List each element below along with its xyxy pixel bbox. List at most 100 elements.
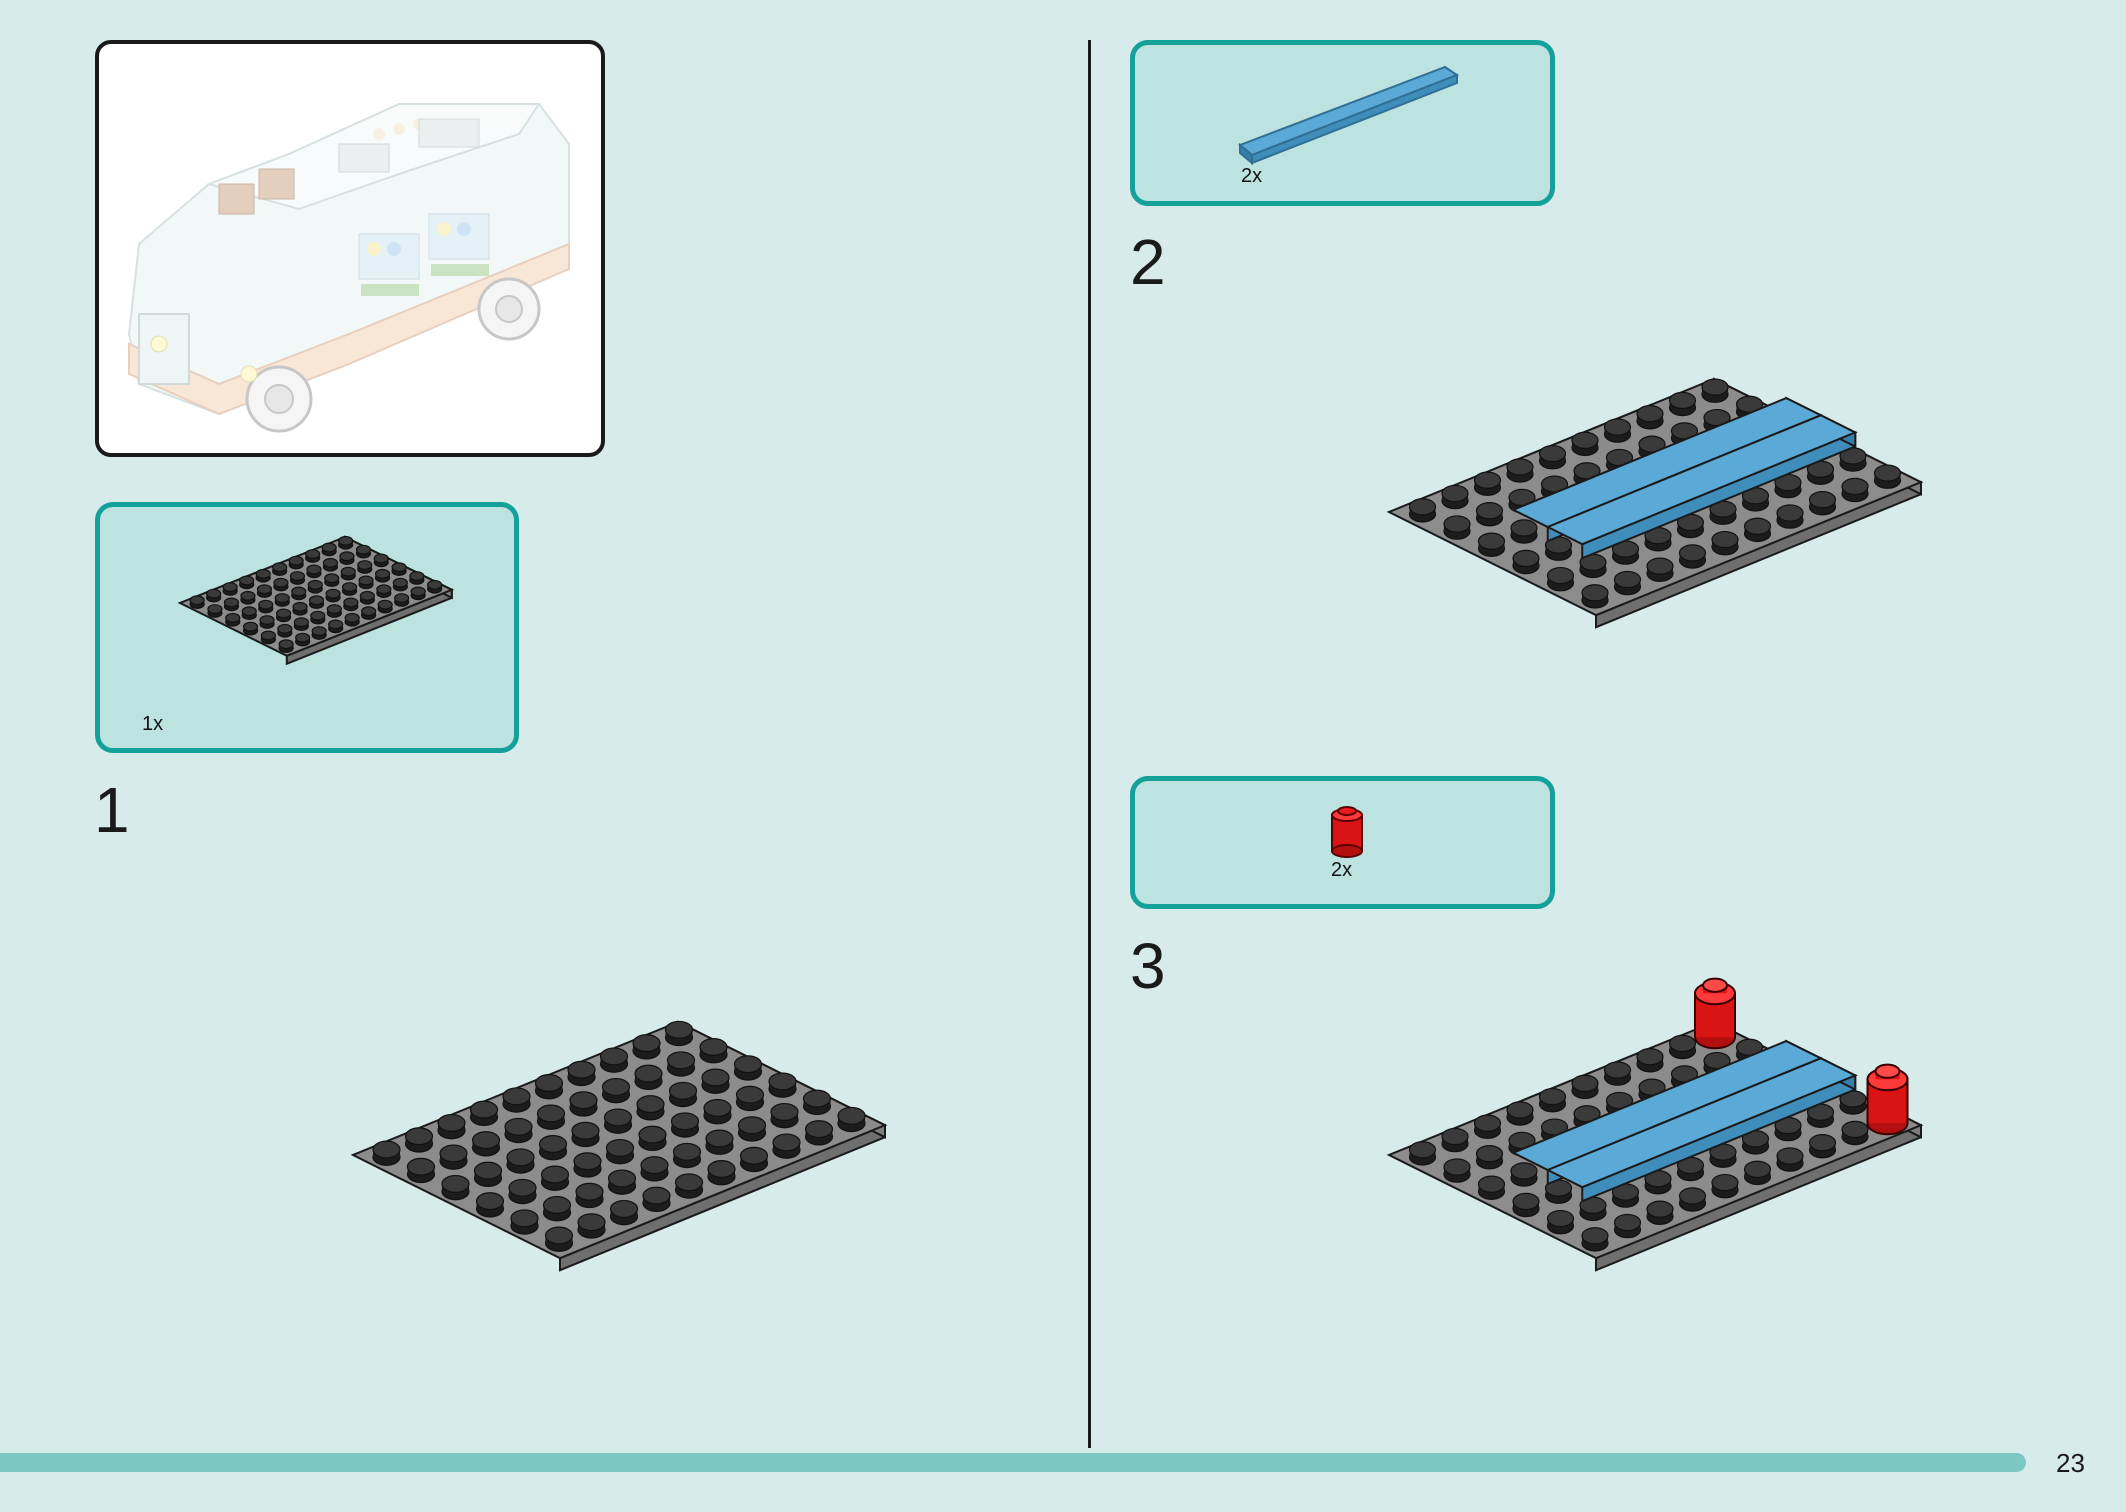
step3-number: 3: [1130, 930, 1166, 1002]
stud: [510, 1209, 539, 1235]
stud: [1581, 1227, 1609, 1252]
stud: [735, 1085, 765, 1112]
stud: [306, 564, 322, 579]
stud: [508, 1178, 537, 1205]
stud: [1512, 1192, 1540, 1218]
stud: [326, 604, 342, 618]
stud: [273, 577, 289, 592]
stud: [288, 555, 304, 570]
stud: [1774, 1116, 1802, 1142]
stud: [206, 588, 222, 603]
stud: [1701, 378, 1729, 403]
stud: [373, 553, 389, 568]
step3-parts-callout: 2x: [1130, 776, 1555, 909]
dark-gray-plate-6x10-part-image: [177, 535, 455, 666]
stud: [292, 601, 308, 616]
stud: [1538, 444, 1567, 470]
stud: [542, 1196, 572, 1222]
stud: [355, 544, 372, 559]
stud: [1510, 519, 1538, 544]
stud: [1841, 1120, 1869, 1146]
step3-part-qty: 2x: [1331, 859, 1353, 881]
stud: [242, 621, 259, 636]
step2-part-qty: 2x: [1241, 165, 1263, 187]
stud: [739, 1146, 769, 1173]
stud: [1408, 498, 1437, 523]
stud: [404, 1127, 434, 1153]
stud: [1512, 549, 1540, 575]
stud: [538, 1135, 568, 1161]
stud: [275, 608, 292, 623]
stud: [1443, 515, 1471, 540]
stud: [571, 1121, 600, 1148]
progress-bar: [0, 1453, 2026, 1472]
stud: [469, 1100, 499, 1127]
stud: [278, 639, 294, 654]
stud: [1808, 491, 1837, 516]
stud: [328, 619, 344, 634]
stud: [1741, 1130, 1770, 1155]
stud: [1644, 527, 1672, 552]
stud: [1506, 1101, 1534, 1126]
stud: [1613, 570, 1642, 596]
stud: [1475, 502, 1504, 527]
stud: [471, 1131, 501, 1157]
stud: [1709, 1143, 1737, 1168]
stud: [1743, 517, 1772, 543]
stud: [272, 562, 288, 577]
stud: [260, 630, 276, 645]
stud: [427, 579, 443, 594]
stud: [666, 1051, 696, 1077]
stud: [1646, 557, 1674, 583]
stud: [1441, 484, 1469, 510]
step3-build-image: [1386, 977, 1924, 1272]
step2-number: 2: [1130, 226, 1166, 298]
stud: [274, 593, 290, 607]
stud: [703, 1099, 732, 1125]
stud: [241, 606, 257, 621]
stud: [1579, 1196, 1607, 1222]
stud: [308, 595, 325, 610]
stud: [325, 588, 341, 603]
stud: [1477, 532, 1506, 558]
stud: [636, 1095, 665, 1121]
stud: [701, 1068, 730, 1094]
stud: [536, 1104, 566, 1130]
stud: [372, 1140, 401, 1166]
azure-tile-1x8-part-image: [1238, 65, 1460, 166]
stud: [638, 1125, 667, 1152]
stud: [1441, 1127, 1469, 1153]
stud: [207, 604, 223, 618]
stud: [772, 1133, 801, 1159]
stud: [343, 597, 359, 612]
stud: [439, 1144, 468, 1170]
stud: [575, 1182, 604, 1209]
stud: [475, 1192, 505, 1218]
stud: [664, 1020, 694, 1047]
stud: [737, 1116, 767, 1142]
stud: [674, 1173, 704, 1199]
stud: [1776, 504, 1804, 529]
stud: [1473, 1114, 1502, 1140]
stud: [1581, 584, 1609, 609]
stud: [324, 573, 340, 588]
stud: [1741, 487, 1770, 512]
stud: [733, 1055, 763, 1081]
stud: [770, 1102, 799, 1129]
stud: [255, 568, 271, 583]
stud: [310, 610, 326, 625]
stud: [392, 577, 408, 592]
stud: [1668, 391, 1697, 417]
azure-tile-2: [1545, 1056, 1858, 1203]
stud: [437, 1113, 466, 1140]
stud: [634, 1064, 663, 1091]
stud: [632, 1034, 661, 1060]
stud: [1709, 500, 1737, 525]
stud: [239, 575, 255, 590]
stud: [1613, 1213, 1642, 1239]
stud: [256, 584, 273, 599]
page-number: 23: [2056, 1448, 2085, 1478]
stud: [1538, 1087, 1567, 1113]
stud: [768, 1072, 797, 1098]
stud: [339, 551, 355, 566]
